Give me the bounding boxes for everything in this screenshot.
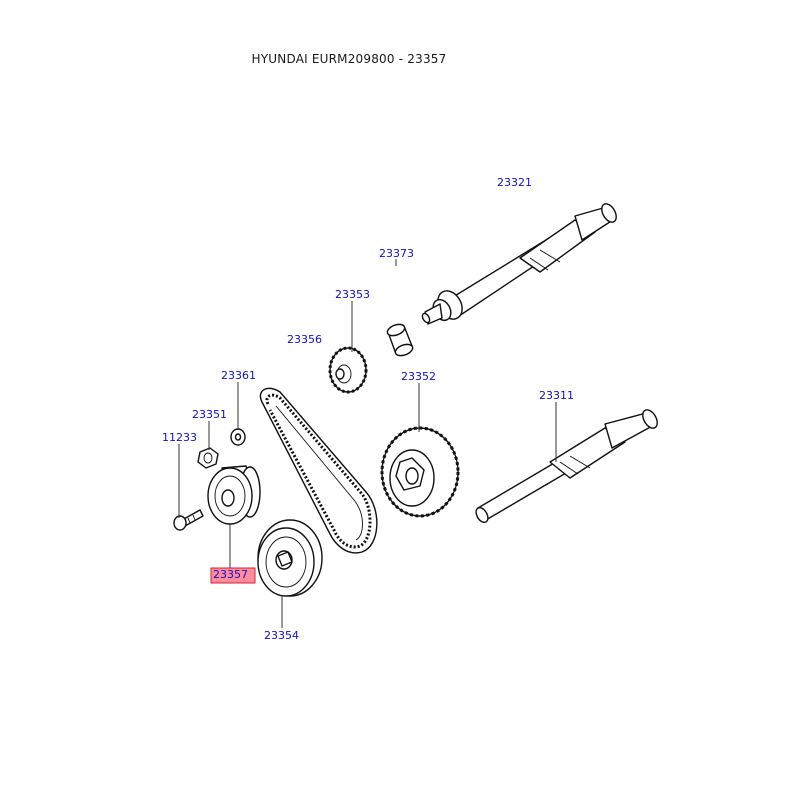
lower-shaft-part — [475, 409, 658, 524]
nut-part — [197, 447, 219, 469]
highlight-box — [210, 567, 256, 584]
bolt-part — [173, 509, 204, 531]
callout-23321[interactable]: 23321 — [497, 176, 532, 189]
callout-23351[interactable]: 23351 — [192, 408, 227, 421]
timing-belt-part — [259, 387, 378, 554]
callout-11233[interactable]: 11233 — [162, 431, 197, 444]
idler-pulley-part — [207, 465, 261, 525]
leader-lines — [178, 259, 557, 628]
callout-23373[interactable]: 23373 — [379, 247, 414, 260]
diagram-title: HYUNDAI EURM209800 - 23357 — [251, 52, 447, 66]
callout-23354[interactable]: 23354 — [264, 629, 299, 642]
callout-23311[interactable]: 23311 — [539, 389, 574, 402]
callout-23357[interactable]: 23357 — [213, 568, 248, 581]
callout-23352[interactable]: 23352 — [401, 370, 436, 383]
callout-23361[interactable]: 23361 — [221, 369, 256, 382]
pulley-part — [257, 519, 323, 597]
callout-23353[interactable]: 23353 — [335, 288, 370, 301]
callout-23356[interactable]: 23356 — [287, 333, 322, 346]
washer-part — [230, 428, 246, 446]
bushing-part — [386, 323, 414, 357]
upper-shaft-part — [421, 203, 617, 325]
small-gear-part — [328, 346, 368, 394]
large-gear-part — [380, 426, 460, 518]
